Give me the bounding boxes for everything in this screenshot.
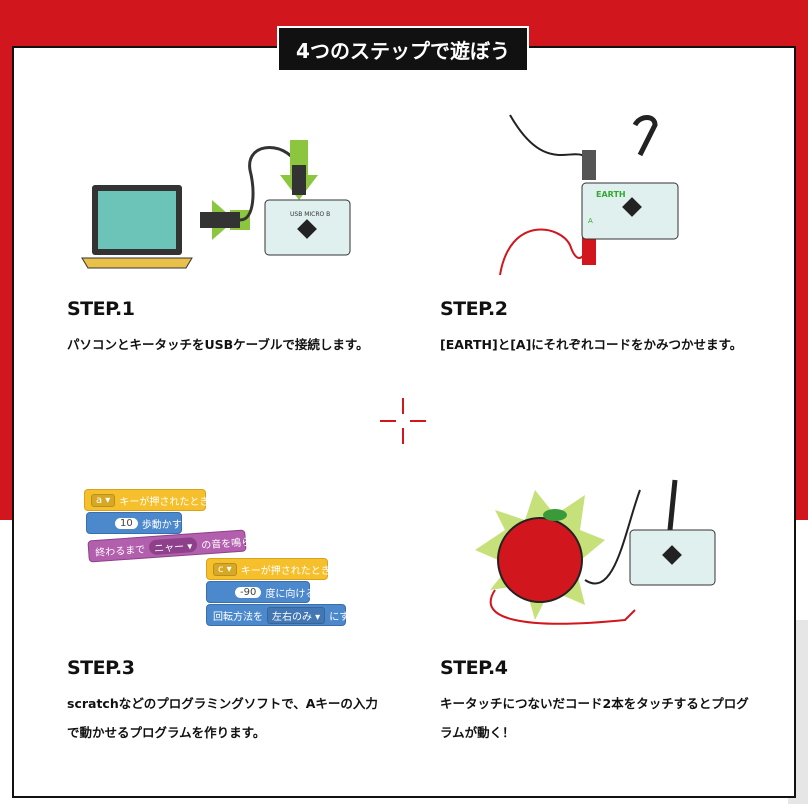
step-1: STEP.1 パソコンとキータッチをUSBケーブルで接続します。 xyxy=(67,298,387,359)
step-4: STEP.4 キータッチにつないだコード2本をタッチするとプログラムが動く！ xyxy=(440,657,760,747)
step-title: STEP.4 xyxy=(440,657,508,679)
scratch-when-key-c: c ▾キーが押されたとき xyxy=(206,558,331,580)
board-pin-label: A xyxy=(588,217,593,225)
board-earth-label: EARTH xyxy=(596,190,626,199)
step-text: キータッチにつないだコード2本をタッチするとプログラムが動く！ xyxy=(440,696,749,740)
step-title: STEP.1 xyxy=(67,298,135,320)
scratch-when-key-a: a ▾キーが押されたとき xyxy=(84,489,209,511)
steps-panel xyxy=(12,46,796,798)
laptop-usb-illustration: USB MICRO B xyxy=(81,140,351,269)
step-text: scratchなどのプログラミングソフトで、Aキーの入力で動かせるプログラムを作… xyxy=(67,696,378,740)
board-label: USB MICRO B xyxy=(290,211,330,218)
page-title: 4つのステップで遊ぼう xyxy=(277,26,529,72)
apple-board-illustration xyxy=(475,479,716,625)
board-clips-illustration: EARTH A xyxy=(499,114,679,276)
step-3: STEP.3 scratchなどのプログラミングソフトで、Aキーの入力で動かせる… xyxy=(67,657,387,747)
crosshair-decoration xyxy=(380,398,426,444)
step-title: STEP.2 xyxy=(440,298,508,320)
step-text: パソコンとキータッチをUSBケーブルで接続します。 xyxy=(67,337,369,352)
scratch-rotation-block: 回転方法を左右のみ ▾にする xyxy=(206,604,359,626)
step-text: [EARTH]と[A]にそれぞれコードをかみつかせます。 xyxy=(440,337,743,352)
step-title: STEP.3 xyxy=(67,657,135,679)
step-2: STEP.2 [EARTH]と[A]にそれぞれコードをかみつかせます。 xyxy=(440,298,760,359)
